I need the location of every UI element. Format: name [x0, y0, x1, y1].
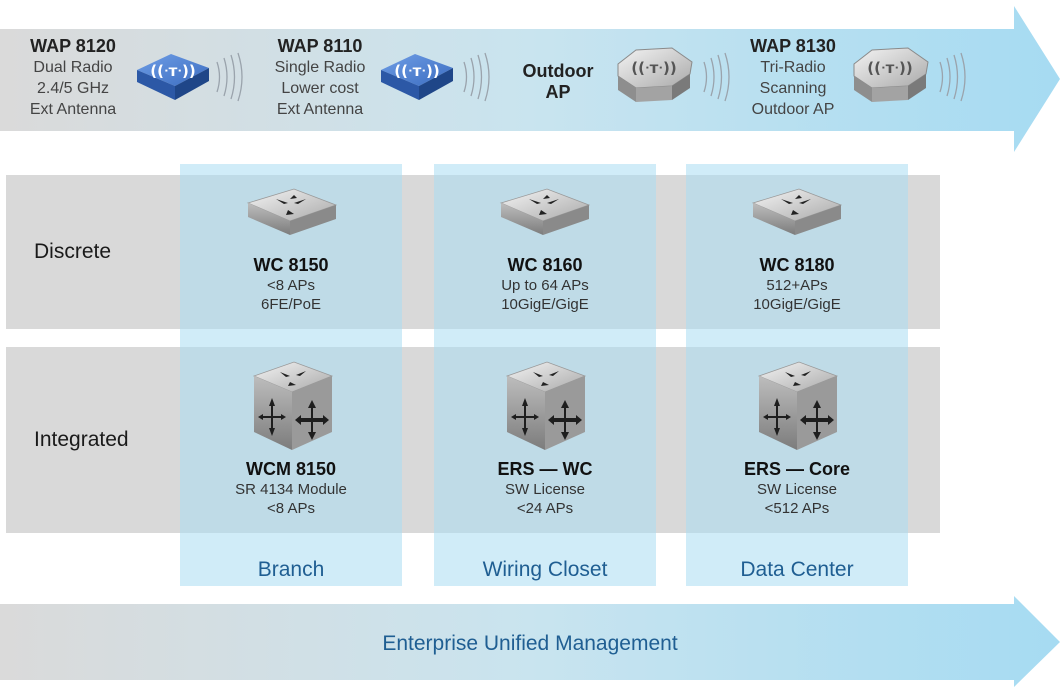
bottom-arrow — [0, 596, 1060, 687]
ap-spec: Dual Radio — [33, 59, 113, 76]
signal-waves-icon — [939, 52, 966, 102]
device-spec: <8 APs — [267, 500, 315, 517]
routing-switch-cube-icon — [252, 361, 334, 450]
device-title: WCM 8150 — [245, 459, 337, 479]
device-spec: SW License — [504, 481, 586, 498]
ap-title: WAP 8110 — [277, 36, 363, 56]
ap-spec: Single Radio — [274, 59, 366, 76]
ap-spec: 2.4/5 GHz — [36, 80, 110, 97]
device-title: WC 8160 — [507, 255, 583, 275]
device-title: WC 8150 — [253, 255, 329, 275]
ap-outdoor-icon: ((ᐧᴛᐧ)) — [617, 47, 693, 102]
device-spec: Up to 64 APs — [501, 277, 589, 294]
svg-text:((ᐧᴛᐧ)): ((ᐧᴛᐧ)) — [631, 59, 676, 77]
device-label-wc8180: WC 8180 512+APs 10GigE/GigE — [686, 254, 908, 314]
column-title-branch: Branch — [257, 558, 325, 581]
row-label-discrete: Discrete — [34, 240, 112, 263]
device-spec: 6FE/PoE — [260, 296, 322, 313]
ap-title: WAP 8120 — [30, 36, 116, 56]
device-title: ERS — WC — [497, 459, 593, 479]
top-arrow — [0, 6, 1060, 152]
ap-wap8110-label: WAP 8110 Single Radio Lower cost Ext Ant… — [258, 36, 382, 120]
device-spec: <512 APs — [764, 500, 830, 517]
ap-spec: Tri-Radio — [760, 59, 826, 76]
signal-waves-icon — [703, 52, 730, 102]
switch-icon — [751, 188, 843, 235]
device-label-wcm8150: WCM 8150 SR 4134 Module <8 APs — [180, 458, 402, 518]
ap-spec: Ext Antenna — [276, 101, 364, 118]
ap-spec: Lower cost — [281, 80, 359, 97]
ap-title: WAP 8130 — [750, 36, 836, 56]
routing-switch-cube-icon — [757, 361, 839, 450]
device-title: WC 8180 — [759, 255, 835, 275]
ap-title: AP — [545, 82, 571, 102]
svg-text:((ᐧᴛᐧ)): ((ᐧᴛᐧ)) — [150, 62, 195, 80]
ap-outdoor-label: Outdoor AP — [506, 61, 610, 103]
enterprise-unified-management-label: Enterprise Unified Management — [382, 632, 678, 655]
switch-icon — [246, 188, 338, 235]
signal-waves-icon — [463, 52, 490, 102]
svg-text:((ᐧᴛᐧ)): ((ᐧᴛᐧ)) — [867, 59, 912, 77]
device-spec: SR 4134 Module — [235, 481, 347, 498]
device-spec: SW License — [756, 481, 838, 498]
device-title: ERS — Core — [743, 459, 851, 479]
device-spec: 512+APs — [766, 277, 828, 294]
ap-blue-icon: ((ᐧᴛᐧ)) — [137, 54, 209, 100]
svg-text:((ᐧᴛᐧ)): ((ᐧᴛᐧ)) — [394, 62, 439, 80]
signal-waves-icon — [216, 52, 243, 102]
ap-spec: Ext Antenna — [29, 101, 117, 118]
ap-spec: Outdoor AP — [751, 101, 835, 118]
device-label-wc8160: WC 8160 Up to 64 APs 10GigE/GigE — [434, 254, 656, 314]
switch-icon — [499, 188, 591, 235]
ap-title: Outdoor — [522, 61, 594, 81]
ap-blue-icon: ((ᐧᴛᐧ)) — [381, 54, 453, 100]
device-label-wc8150: WC 8150 <8 APs 6FE/PoE — [180, 254, 402, 314]
ap-spec: Scanning — [759, 80, 827, 97]
routing-switch-cube-icon — [505, 361, 587, 450]
ap-outdoor-icon: ((ᐧᴛᐧ)) — [853, 47, 929, 102]
column-title-data-center: Data Center — [740, 558, 854, 581]
ap-wap8120-label: WAP 8120 Dual Radio 2.4/5 GHz Ext Antenn… — [12, 36, 134, 120]
column-title-wiring-closet: Wiring Closet — [482, 558, 608, 581]
ap-wap8130-label: WAP 8130 Tri-Radio Scanning Outdoor AP — [738, 36, 848, 120]
device-spec: <8 APs — [267, 277, 315, 294]
row-label-integrated: Integrated — [34, 428, 129, 451]
device-label-ers-core: ERS — Core SW License <512 APs — [686, 458, 908, 518]
device-spec: <24 APs — [516, 500, 574, 517]
device-label-ers-wc: ERS — WC SW License <24 APs — [434, 458, 656, 518]
device-spec: 10GigE/GigE — [501, 296, 589, 313]
device-spec: 10GigE/GigE — [753, 296, 841, 313]
